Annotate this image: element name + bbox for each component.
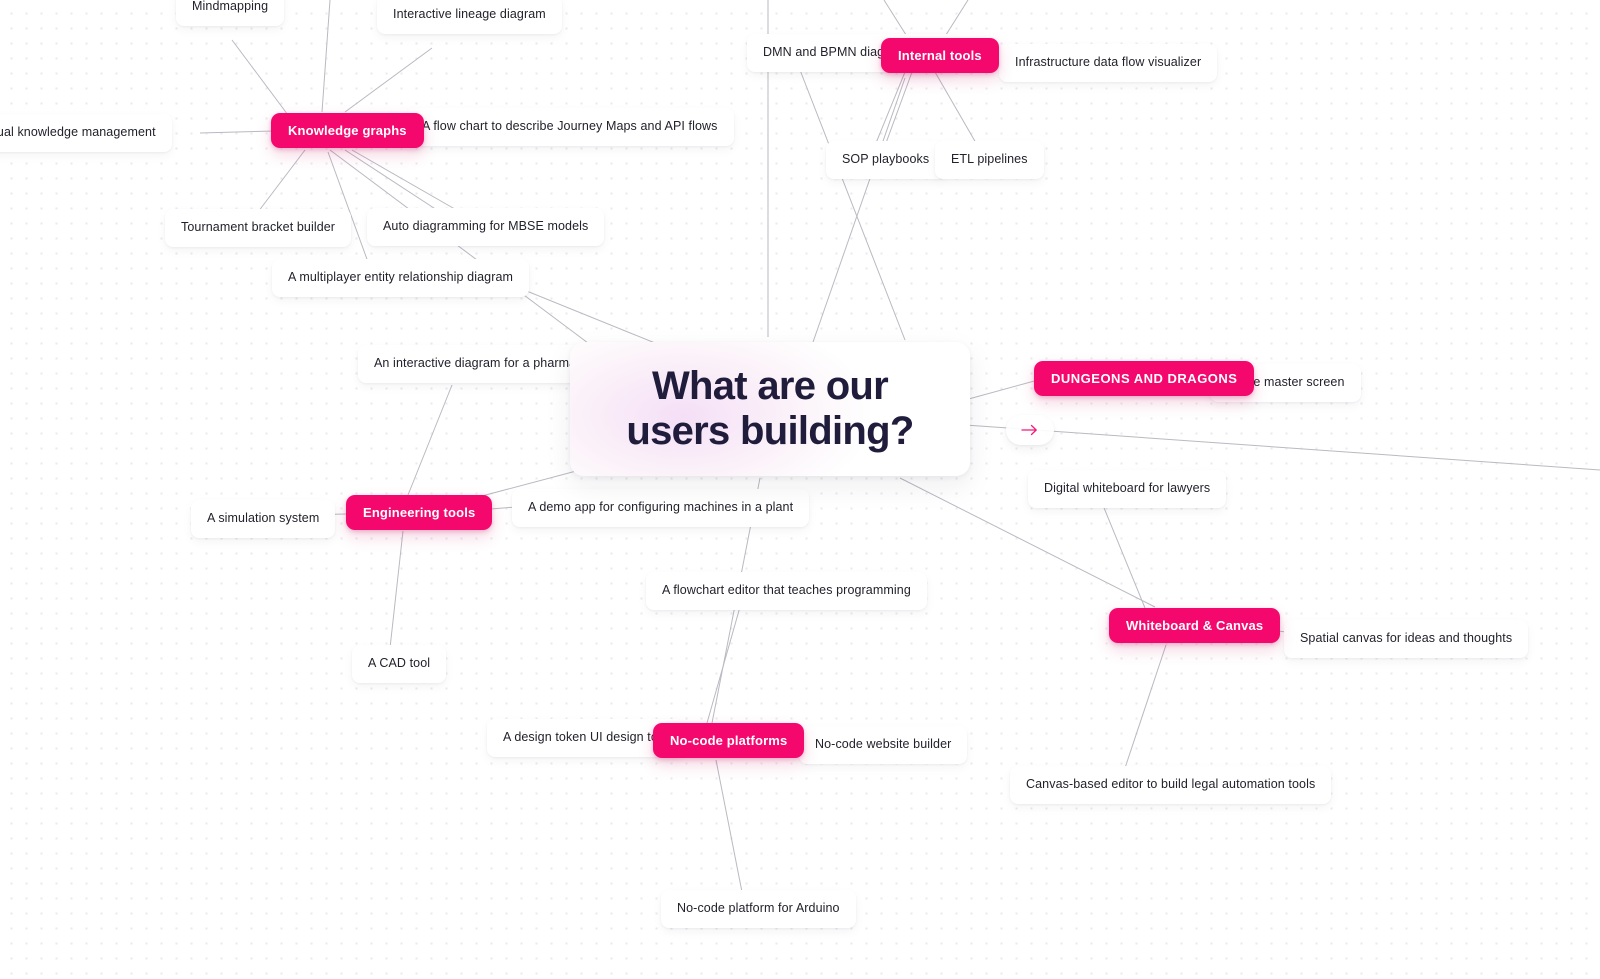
- leaf-label: Canvas-based editor to build legal autom…: [1026, 777, 1316, 791]
- category-node-engineering-tools[interactable]: Engineering tools: [346, 495, 493, 530]
- edge-cross-internal-lower: [800, 70, 905, 340]
- central-question-card[interactable]: What are our users building?: [570, 342, 970, 476]
- edge-wc-canvas-legal: [1125, 645, 1166, 768]
- leaf-label: A flowchart editor that teaches programm…: [662, 583, 911, 597]
- edge-it-sop: [876, 72, 905, 143]
- leaf-card-multiplayer-erd[interactable]: A multiplayer entity relationship diagra…: [272, 259, 530, 297]
- edge-kg-tournament: [258, 150, 305, 212]
- leaf-label: A CAD tool: [368, 656, 431, 670]
- leaf-label: Game master screen: [1226, 375, 1345, 389]
- edge-np-flowchart-teaches: [707, 600, 742, 723]
- leaf-card-auto-diagramming-mbse[interactable]: Auto diagramming for MBSE models: [367, 208, 605, 246]
- page-title: What are our users building?: [612, 364, 927, 454]
- edge-kg-top-vertical: [322, 0, 330, 112]
- edge-et-cad-tool: [390, 531, 403, 648]
- leaf-card-mindmapping[interactable]: Mindmapping: [176, 0, 285, 26]
- edge-it-top-a: [884, 0, 908, 38]
- category-node-internal-tools[interactable]: Internal tools: [881, 38, 999, 73]
- leaf-label: ETL pipelines: [951, 152, 1028, 166]
- hero-line-2: users building?: [626, 409, 914, 453]
- leaf-label: No-code website builder: [815, 737, 952, 751]
- leaf-card-canvas-legal-automation[interactable]: Canvas-based editor to build legal autom…: [1010, 766, 1332, 804]
- category-label: DUNGEONS AND DRAGONS: [1051, 371, 1238, 386]
- category-node-no-code-platforms[interactable]: No-code platforms: [653, 723, 805, 758]
- edge-np-arduino: [716, 760, 742, 892]
- edge-it-etl: [935, 72, 976, 143]
- leaf-card-flowchart-teaches-programming[interactable]: A flowchart editor that teaches programm…: [646, 572, 927, 610]
- leaf-card-digital-whiteboard-lawyers[interactable]: Digital whiteboard for lawyers: [1028, 470, 1227, 508]
- category-label: Engineering tools: [363, 505, 476, 520]
- hero-line-1: What are our: [651, 364, 889, 409]
- leaf-label: A flow chart to describe Journey Maps an…: [422, 119, 718, 133]
- leaf-card-spatial-canvas[interactable]: Spatial canvas for ideas and thoughts: [1284, 620, 1529, 658]
- leaf-card-no-code-arduino[interactable]: No-code platform for Arduino: [661, 890, 856, 928]
- edge-hero-right-long: [965, 425, 1600, 470]
- edge-et-pharmaceutical: [408, 385, 452, 495]
- arrow-right-button[interactable]: [1006, 415, 1054, 445]
- leaf-label: A visual knowledge management: [0, 125, 156, 139]
- leaf-card-visual-knowledge-management[interactable]: A visual knowledge management: [0, 114, 172, 152]
- leaf-card-demo-app-machines[interactable]: A demo app for configuring machines in a…: [512, 489, 810, 527]
- edge-it-top-b: [944, 0, 968, 38]
- category-label: Internal tools: [898, 48, 982, 63]
- leaf-card-interactive-lineage-diagram[interactable]: Interactive lineage diagram: [377, 0, 562, 34]
- leaf-label: Auto diagramming for MBSE models: [383, 219, 589, 233]
- edge-kg-mindmapping: [232, 40, 288, 115]
- category-node-whiteboard-canvas[interactable]: Whiteboard & Canvas: [1109, 608, 1281, 643]
- leaf-label: Digital whiteboard for lawyers: [1044, 481, 1211, 495]
- leaf-card-no-code-website-builder[interactable]: No-code website builder: [799, 726, 968, 764]
- leaf-label: No-code platform for Arduino: [677, 901, 840, 915]
- leaf-card-cad-tool[interactable]: A CAD tool: [352, 645, 447, 683]
- leaf-label: A design token UI design tool: [503, 730, 668, 744]
- leaf-card-tournament-bracket-builder[interactable]: Tournament bracket builder: [165, 209, 352, 247]
- category-node-knowledge-graphs[interactable]: Knowledge graphs: [271, 113, 424, 148]
- category-label: Knowledge graphs: [288, 123, 407, 138]
- edge-kg-auto-mbse: [345, 150, 440, 212]
- category-node-dungeons-and-dragons[interactable]: DUNGEONS AND DRAGONS: [1034, 361, 1255, 396]
- leaf-label: A simulation system: [207, 511, 320, 525]
- leaf-card-infrastructure-data-flow[interactable]: Infrastructure data flow visualizer: [999, 44, 1218, 82]
- leaf-label: Tournament bracket builder: [181, 220, 336, 234]
- edge-hero-dungeons: [965, 380, 1038, 400]
- edge-kg-visual-knowledge: [200, 131, 275, 133]
- leaf-card-sop-playbooks[interactable]: SOP playbooks: [826, 141, 946, 179]
- edge-it-sop-2: [886, 72, 912, 143]
- edge-hero-knowledge-graphs: [330, 150, 600, 352]
- edge-kg-lineage: [345, 48, 432, 112]
- leaf-card-etl-pipelines[interactable]: ETL pipelines: [935, 141, 1044, 179]
- category-label: Whiteboard & Canvas: [1126, 618, 1264, 633]
- leaf-label: Spatial canvas for ideas and thoughts: [1300, 631, 1513, 645]
- arrow-right-icon: [1021, 423, 1039, 437]
- category-label: No-code platforms: [670, 733, 788, 748]
- leaf-label: A demo app for configuring machines in a…: [528, 500, 794, 514]
- leaf-label: Infrastructure data flow visualizer: [1015, 55, 1202, 69]
- edge-wc-digital-whiteboard: [1100, 498, 1145, 608]
- leaf-label: Mindmapping: [192, 0, 269, 13]
- edge-kg-auto-mbse-2: [352, 150, 460, 212]
- leaf-label: A multiplayer entity relationship diagra…: [288, 270, 514, 284]
- leaf-card-flow-chart-journey-maps[interactable]: A flow chart to describe Journey Maps an…: [406, 108, 734, 146]
- leaf-label: Interactive lineage diagram: [393, 7, 546, 21]
- edge-hero-internal-tools: [812, 78, 905, 345]
- leaf-label: SOP playbooks: [842, 152, 930, 166]
- leaf-card-simulation-system[interactable]: A simulation system: [191, 500, 336, 538]
